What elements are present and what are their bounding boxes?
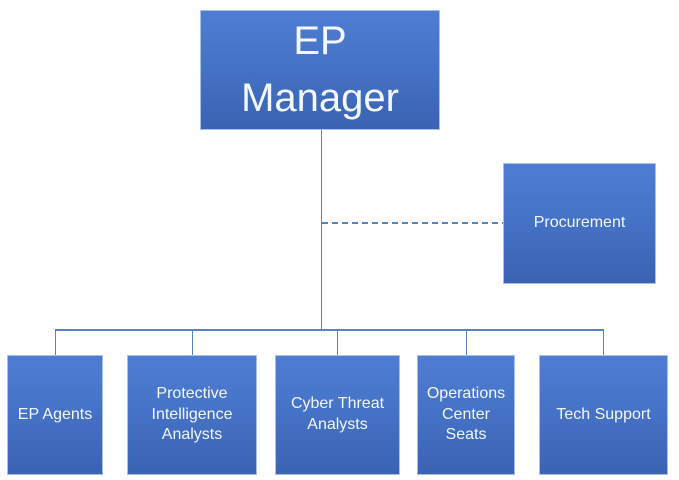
connector-dashed-procurement [322, 222, 503, 224]
node-tech-support[interactable]: Tech Support [539, 355, 668, 475]
node-ep-agents-label: EP Agents [17, 405, 93, 423]
node-procurement[interactable]: Procurement [503, 163, 656, 284]
node-operations-center-seats[interactable]: Operations Center Seats [417, 355, 515, 475]
node-protective-intelligence-analysts[interactable]: Protective Intelligence Analysts [127, 355, 257, 475]
node-tech-support-label: Tech Support [556, 405, 651, 423]
connector-drop-ep-agents [54, 329, 56, 355]
node-ep-manager-label: EP Manager [241, 19, 399, 120]
node-cyber-threat-analysts-label: Cyber Threat Analysts [290, 395, 385, 433]
connector-drop-tech-support [602, 329, 604, 355]
node-operations-center-seats-label: Operations Center Seats [426, 384, 506, 444]
node-ep-agents[interactable]: EP Agents [7, 355, 103, 475]
connector-drop-operations-center-seats [465, 329, 467, 355]
node-protective-intelligence-analysts-label: Protective Intelligence Analysts [151, 384, 233, 444]
node-ep-manager[interactable]: EP Manager [200, 10, 440, 130]
connector-children-horizontal [54, 329, 604, 331]
node-cyber-threat-analysts[interactable]: Cyber Threat Analysts [275, 355, 400, 475]
connector-root-vertical [320, 130, 322, 330]
connector-drop-cyber-threat-analysts [336, 329, 338, 355]
connector-drop-protective-intelligence-analysts [191, 329, 193, 355]
node-procurement-label: Procurement [533, 214, 626, 232]
